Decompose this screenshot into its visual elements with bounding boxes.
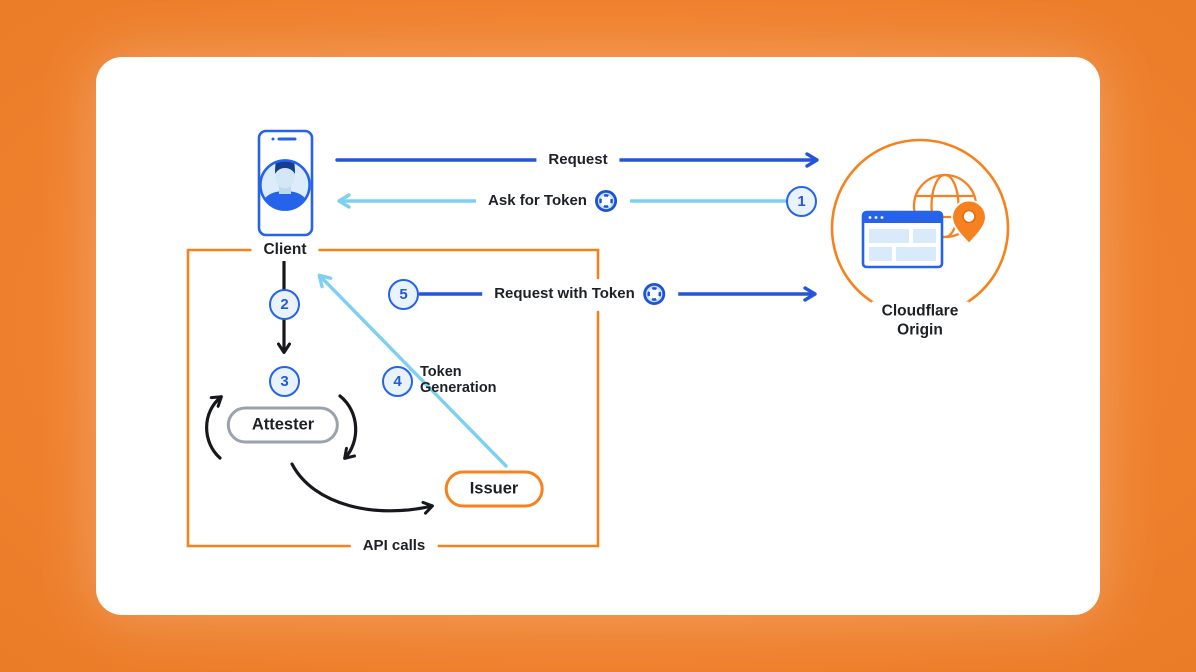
step-1-number: 1 <box>797 193 806 210</box>
token-generation-line1: Token <box>420 364 462 380</box>
phone-icon <box>257 129 314 237</box>
client-label-text: Client <box>263 241 307 258</box>
token-icon <box>642 282 665 306</box>
origin-label-line1: Cloudflare <box>881 302 959 320</box>
step-2-number: 2 <box>280 296 289 313</box>
ask-for-token-flow-label: Ask for Token <box>476 187 630 215</box>
attester-node: Attester <box>226 406 340 444</box>
step-5-number: 5 <box>399 286 408 303</box>
request-flow-label: Request <box>536 149 620 171</box>
issuer-node: Issuer <box>444 470 544 508</box>
origin-label-line2: Origin <box>897 321 943 338</box>
token-generation-line2: Generation <box>420 380 497 396</box>
step-badge-2: 2 <box>269 289 300 320</box>
origin-node <box>830 138 1010 318</box>
client-node-label: Client <box>251 239 319 261</box>
step-4-number: 4 <box>393 373 402 390</box>
attester-label-text: Attester <box>251 415 315 434</box>
token-icon <box>594 189 617 213</box>
request-label-text: Request <box>548 151 608 168</box>
token-generation-arrow <box>317 273 508 468</box>
api-calls-label: API calls <box>350 535 438 557</box>
location-pin-icon <box>950 199 988 246</box>
step-badge-4: 4 <box>382 366 413 397</box>
step-badge-5: 5 <box>388 279 419 310</box>
ask-for-token-label-text: Ask for Token <box>488 192 587 209</box>
request-with-token-label-text: Request with Token <box>494 285 635 302</box>
step-badge-1: 1 <box>786 186 817 217</box>
request-with-token-flow-label: Request with Token <box>482 280 678 308</box>
api-calls-label-text: API calls <box>362 537 426 554</box>
origin-node-label: Cloudflare Origin <box>871 301 969 341</box>
attester-to-issuer-arrow <box>290 462 434 515</box>
step-badge-3: 3 <box>269 366 300 397</box>
step-3-number: 3 <box>280 373 289 390</box>
attester-cycle-left-arrow <box>205 395 223 460</box>
token-generation-label: Token Generation <box>420 364 497 396</box>
attester-cycle-right-arrow <box>338 394 358 460</box>
issuer-label-text: Issuer <box>469 479 519 498</box>
browser-window-icon <box>861 210 944 269</box>
